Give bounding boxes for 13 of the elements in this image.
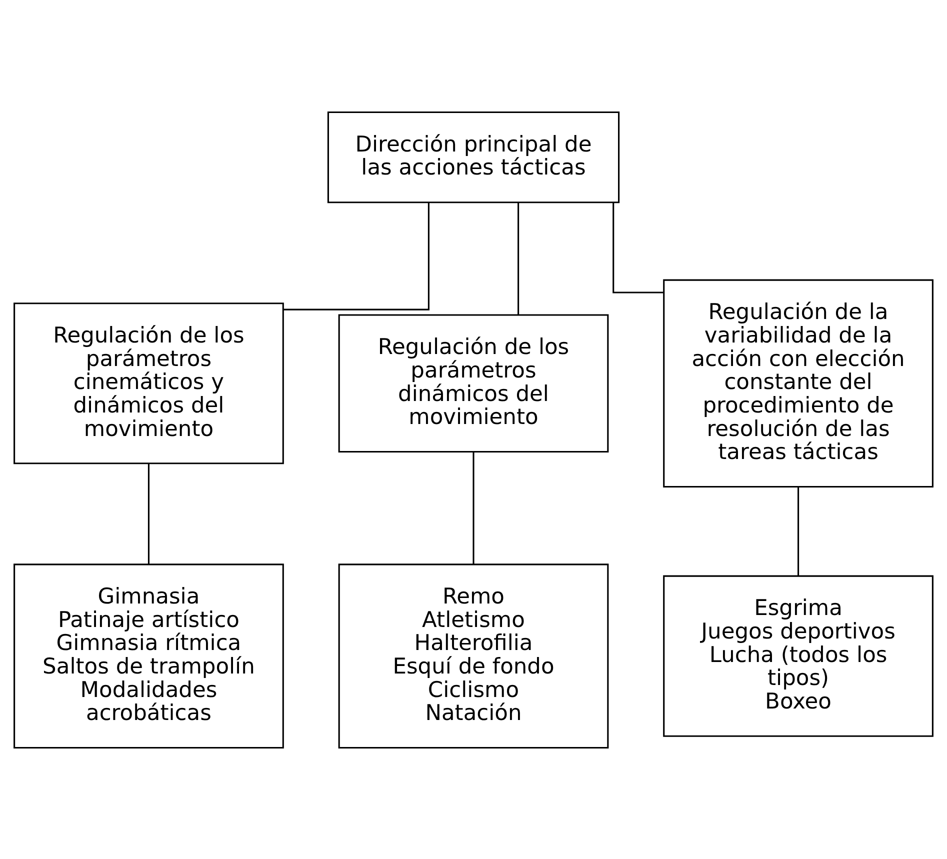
node-box: Regulación de la variabilidad de la acción con elección constante del procedimiento de resolución de las tareas tácticas [663,278,934,487]
node-box: Regulación de los parámetros dinámicos del movimiento [338,314,609,452]
node-box: Remo Atletismo Halterofilia Esquí de fondo Ciclismo Natación [338,563,609,748]
connector [148,463,150,564]
node-box: Esgrima Juegos deportivos Lucha (todos los tipos) Boxeo [663,574,934,736]
connector [472,452,474,564]
node-box: Gimnasia Patinaje artístico Gimnasia rítmica Saltos de trampolín Modalidades acrobáticas [14,563,284,748]
connector [283,202,430,310]
connector [612,202,664,293]
node-box: Dirección principal de las acciones tácticas [327,110,620,203]
node-box: Regulación de los parámetros cinemáticos y dinámicos del movimiento [14,302,284,464]
connector [798,486,800,576]
connector [518,202,520,314]
